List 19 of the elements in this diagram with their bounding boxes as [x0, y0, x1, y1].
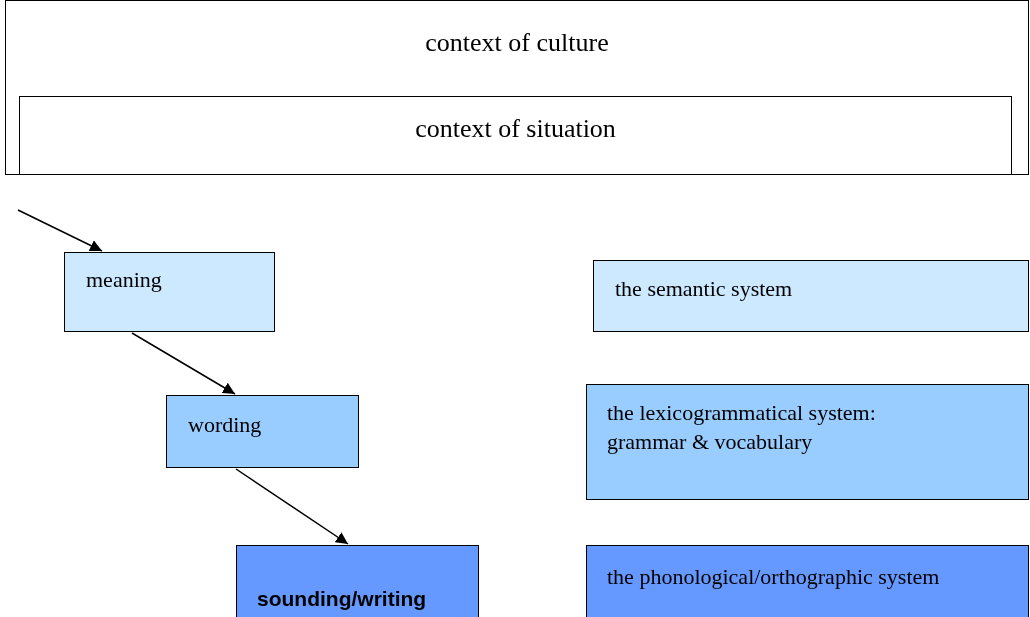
box-label: the lexicogrammatical system: grammar & vocabulary — [607, 400, 876, 454]
arrow — [235, 468, 349, 545]
level-box — [64, 252, 275, 332]
level-box — [236, 545, 479, 617]
box-label: the phonological/orthographic system — [607, 564, 940, 589]
arrow — [17, 209, 103, 252]
box-label: meaning — [86, 267, 162, 292]
context-box — [5, 0, 1029, 175]
box-label: wording — [188, 412, 262, 437]
system-box — [593, 260, 1029, 332]
box-label: the semantic system — [615, 276, 793, 301]
system-box — [586, 545, 1029, 617]
level-box — [166, 395, 359, 468]
box-label: context of culture — [425, 28, 609, 57]
box-label: sounding/writing — [257, 587, 427, 610]
system-box — [586, 384, 1029, 500]
box-label: context of situation — [415, 114, 616, 143]
arrow — [131, 332, 236, 395]
context-box — [19, 96, 1012, 175]
